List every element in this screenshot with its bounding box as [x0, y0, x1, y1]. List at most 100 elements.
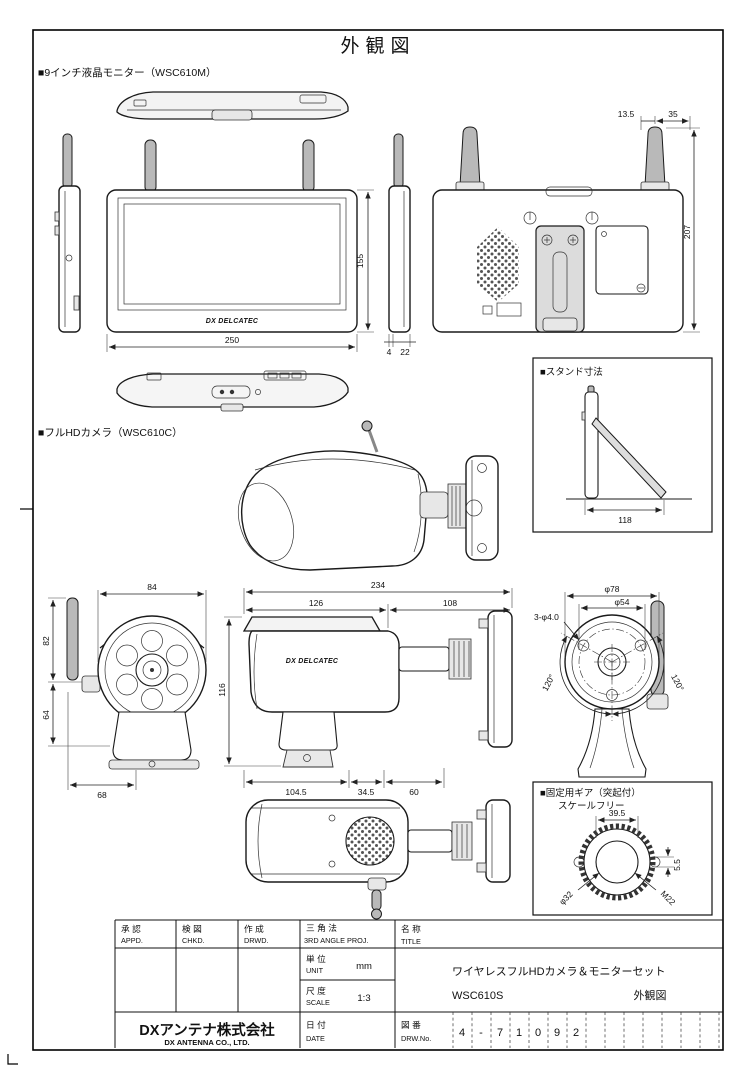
camera-bottom-antenna [371, 889, 382, 911]
stand-monitor-profile [584, 391, 599, 499]
rear-stand-bracket [535, 225, 585, 333]
dim-126: 126 [309, 598, 323, 608]
camera-ir-leds [116, 630, 188, 710]
monitor-brand-logo: DX DELCATEC [206, 318, 259, 325]
drwd-label-en: DRWD. [244, 936, 269, 945]
monitor-bottom-view [116, 370, 349, 412]
dim-155: 155 [355, 254, 365, 268]
appd-label-jp: 承 認 [121, 923, 141, 934]
monitor-section: ■9インチ液晶モニター（WSC610M） DX DELCATEC [38, 66, 700, 412]
dim-39-5: 39.5 [609, 808, 626, 818]
gear-teeth [578, 823, 656, 901]
dim-4: 4 [387, 347, 392, 357]
dim-3-phi4: 3-φ4.0 [534, 612, 559, 622]
rear-antenna-right [644, 126, 666, 187]
monitor-rear-view [432, 126, 684, 333]
drwd-label-jp: 作 成 [244, 923, 264, 934]
title-label-en: TITLE [401, 937, 421, 946]
sheet-frame: 外観図 [7, 29, 724, 1065]
dim-monitor-height: 155 [355, 189, 374, 333]
dim-monitor-width: 250 [106, 334, 358, 352]
dim-13-5: 13.5 [618, 109, 635, 119]
stand-panel-label: ■スタンド寸法 [540, 366, 603, 378]
corner-mark [7, 1054, 18, 1065]
dim-120-left: 120° [540, 672, 557, 692]
camera-bottom-wall-plate [485, 799, 511, 883]
stand-leg [591, 417, 667, 499]
gear-panel-sublabel: スケールフリー [558, 801, 625, 812]
dim-5-5: 5.5 [672, 859, 682, 871]
page-title: 外観図 [340, 35, 415, 57]
dim-82: 82 [41, 636, 51, 646]
appd-label-en: APPD. [121, 936, 143, 945]
monitor-screen [123, 203, 341, 305]
dim-64: 64 [41, 710, 51, 720]
dim-104-5: 104.5 [285, 787, 307, 797]
chkd-label-en: CHKD. [182, 936, 205, 945]
speaker-grille [477, 227, 519, 302]
dim-60: 60 [409, 787, 419, 797]
drwno-label-en: DRW.No. [401, 1034, 431, 1043]
dim-108: 108 [443, 598, 457, 608]
camera-front-antenna [66, 597, 79, 681]
scale-label-jp: 尺 度 [306, 985, 326, 996]
drwno-label-jp: 図 番 [401, 1019, 421, 1030]
drwno-digit: 9 [554, 1027, 560, 1039]
drwno-digit: 0 [535, 1027, 541, 1039]
dim-118: 118 [618, 515, 632, 525]
stand-dim-panel: ■スタンド寸法 118 [532, 357, 713, 533]
dim-34-5: 34.5 [358, 787, 375, 797]
title-block: 承 認 APPD. 検 図 CHKD. 作 成 DRWD. 三 角 法 3RD … [114, 919, 723, 1048]
monitor-side-left-view [54, 133, 81, 333]
camera-side-wall-plate [487, 610, 513, 748]
camera-section-label: ■フルHDカメラ（WSC610C） [38, 427, 183, 439]
title-label-jp: 名 称 [401, 923, 421, 934]
monitor-antenna-right [302, 139, 315, 193]
camera-section: ■フルHDカメラ（WSC610C） [38, 420, 686, 920]
chkd-label-jp: 検 図 [182, 923, 202, 934]
dim-120-right: 120° [669, 672, 686, 692]
unit-value: mm [356, 961, 372, 972]
drwno-digit: - [479, 1027, 483, 1039]
company-name-en: DX ANTENNA CO., LTD. [164, 1038, 249, 1047]
camera-brand-logo: DX DELCATEC [286, 658, 339, 665]
dim-116: 116 [217, 683, 227, 697]
model-number: WSC610S [452, 990, 503, 1002]
monitor-side-right-view: 4 22 [384, 133, 416, 357]
doc-type: 外観図 [634, 988, 667, 1002]
camera-rear-view: φ78 φ54 3-φ4.0 120° 120° [534, 584, 686, 778]
projection-label-en: 3RD ANGLE PROJ. [304, 936, 368, 945]
dim-68: 68 [97, 790, 107, 800]
dim-84: 84 [147, 582, 157, 592]
camera-3d-antenna [367, 429, 379, 453]
dim-22: 22 [400, 347, 410, 357]
monitor-antenna-left [144, 139, 157, 193]
rear-battery-cover [595, 225, 649, 295]
drwno-digit: 2 [573, 1027, 579, 1039]
company-name-jp: DXアンテナ株式会社 [139, 1021, 275, 1039]
rear-antenna-left [459, 126, 481, 187]
dim-rear-antenna-offsets: 13.5 35 [618, 109, 691, 130]
unit-label-en: UNIT [306, 966, 324, 975]
dim-234: 234 [371, 580, 385, 590]
camera-bottom-view [245, 799, 511, 920]
drwno-digit: 1 [516, 1027, 522, 1039]
dim-phi54: φ54 [615, 597, 630, 607]
dim-250: 250 [225, 335, 239, 345]
date-label-en: DATE [306, 1034, 325, 1043]
monitor-section-label: ■9インチ液晶モニター（WSC610M） [38, 66, 216, 79]
camera-3d-view [238, 420, 499, 571]
gear-panel-label: ■固定用ギア（突起付） [540, 787, 641, 799]
date-label-jp: 日 付 [306, 1020, 326, 1030]
scale-value: 1:3 [357, 993, 370, 1004]
drwno-digit: 4 [459, 1027, 465, 1039]
gear-detail-panel: ■固定用ギア（突起付） スケールフリー 39.5 5.5 φ32 M22 [532, 781, 713, 916]
camera-bottom-speaker [345, 816, 395, 866]
camera-front-view: 84 82 64 68 [41, 582, 207, 800]
drwno-digit: 7 [497, 1027, 503, 1039]
monitor-top-view [116, 91, 349, 121]
camera-side-view: DX DELCATEC 234 126 108 116 10 [217, 580, 513, 797]
unit-label-jp: 単 位 [306, 953, 326, 964]
projection-label-jp: 三 角 法 [306, 922, 337, 933]
